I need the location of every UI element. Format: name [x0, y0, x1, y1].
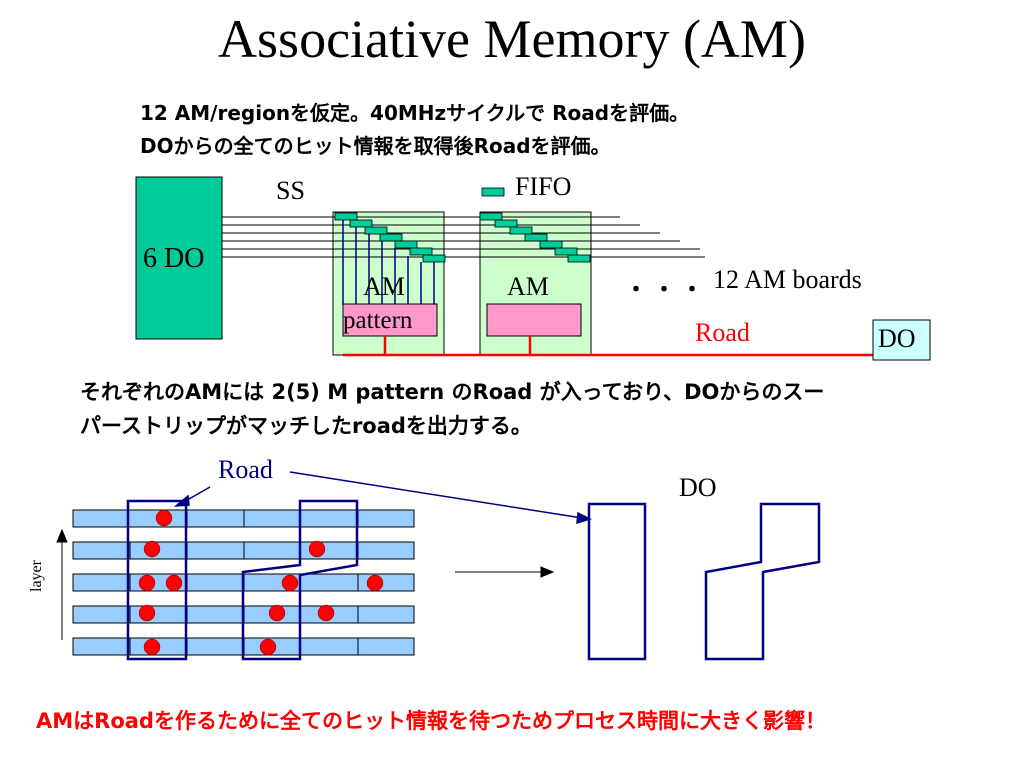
- page-title: Associative Memory (AM): [218, 9, 806, 69]
- assumption-line-2: DOからの全てのヒット情報を取得後Roadを評価。: [140, 134, 611, 158]
- road-output-label: Road: [695, 318, 750, 347]
- more-boards-dots: ・・・: [625, 278, 710, 303]
- assumption-line-1: 12 AM/regionを仮定。40MHzサイクルで Roadを評価。: [140, 101, 690, 125]
- layer-axis-arrow: [56, 528, 68, 640]
- road-label: Road: [218, 455, 273, 484]
- boards-label: 12 AM boards: [713, 265, 862, 294]
- layer-axis-label: layer: [28, 560, 45, 592]
- am2-label: AM: [507, 272, 549, 301]
- fifo-label: FIFO: [515, 172, 572, 201]
- do-block-label: 6 DO: [143, 243, 205, 274]
- ss-label: SS: [276, 176, 305, 205]
- do-output-label: DO: [878, 324, 916, 353]
- description-line-2: パーストリップがマッチしたroadを出力する。: [80, 414, 532, 438]
- road-outline-jogged: [241, 499, 359, 661]
- do-output-box: [872, 319, 931, 361]
- am1-pattern-label: pattern: [343, 307, 413, 334]
- fifo-staircase-2: [479, 212, 591, 263]
- do-jogged-box: [704, 502, 821, 661]
- hit-dots: [138, 509, 384, 656]
- fifo-legend-swatch: [481, 187, 505, 197]
- am2-pattern-box: [486, 303, 582, 337]
- am1-wires: [342, 219, 435, 305]
- do-straight-box: [587, 502, 647, 661]
- am1-pattern-box: [342, 303, 438, 337]
- fifo-staircase-1: [334, 212, 446, 263]
- transform-arrow: [455, 566, 555, 578]
- description-line-1: それぞれのAMには 2(5) M pattern のRoad が入っており、DO…: [80, 380, 825, 404]
- road-pointer-lines: [173, 471, 593, 525]
- ss-bus-lines: [222, 216, 705, 258]
- do-source-block: [135, 176, 223, 340]
- footer-note: AMはRoadを作るために全てのヒット情報を待つためプロセス時間に大きく影響！: [36, 709, 826, 733]
- do-label: DO: [679, 473, 717, 502]
- road-outline-straight: [126, 499, 188, 661]
- road-output-line: [343, 336, 873, 357]
- am1-label: AM: [363, 272, 405, 301]
